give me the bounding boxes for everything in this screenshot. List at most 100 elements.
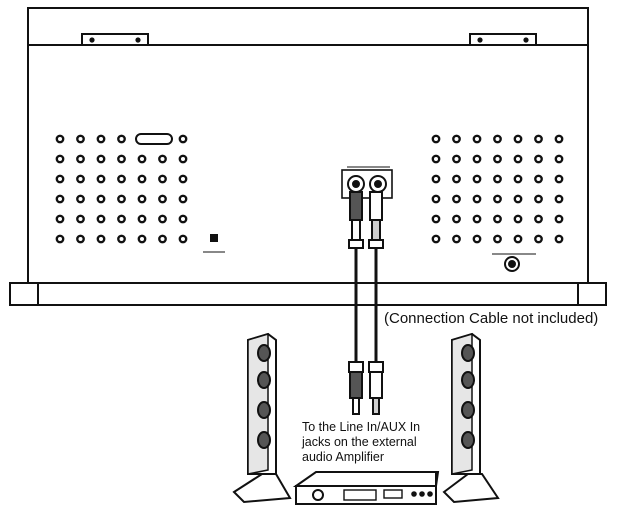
speaker-icon [442,332,500,504]
grille-hole [554,234,564,244]
speaker-grille-right [431,134,564,244]
rca-plug-icon [348,191,364,249]
amplifier-icon [292,471,440,505]
grille-hole [158,154,167,164]
grille-hole [96,234,106,244]
grille-hole [554,214,564,224]
grille-hole [472,214,482,224]
grille-hole [534,194,543,204]
grille-hole [158,194,167,204]
amplifier-instruction: To the Line In/AUX In jacks on the exter… [302,420,492,465]
grille-hole [534,134,543,144]
grille-hole [452,234,461,244]
grille-hole [178,154,188,164]
grille-hole [76,154,85,164]
grille-hole [117,214,126,224]
grille-hole [55,134,65,144]
grille-hole [158,174,167,184]
grille-hole [96,154,106,164]
grille-hole [513,174,523,184]
turntable-base [9,282,607,306]
grille-hole [178,194,188,204]
grille-hole [55,174,65,184]
grille-hole [117,154,126,164]
grille-hole [554,154,564,164]
grille-hole [117,134,126,144]
grille-hole [137,154,147,164]
grille-hole [137,214,147,224]
grille-hole [137,194,147,204]
amplifier-instruction-line: audio Amplifier [302,450,384,464]
connection-cable [354,248,378,362]
grille-hole [76,174,85,184]
speaker-icon [232,332,292,504]
grille-hole [137,234,147,244]
grille-hole [117,174,126,184]
grille-hole [452,154,461,164]
grille-hole [96,174,106,184]
grille-hole [178,134,188,144]
grille-hole [96,134,106,144]
grille-hole [493,214,502,224]
speaker-grille-left [55,134,188,244]
indicator-light [203,234,225,253]
grille-hole [493,194,502,204]
grille-hole [554,194,564,204]
power-jack [492,253,536,272]
grille-hole [117,194,126,204]
grille-hole [472,134,482,144]
grille-hole [76,234,85,244]
grille-hole [76,194,85,204]
grille-hole [55,194,65,204]
grille-hole [431,134,441,144]
grille-hole [76,214,85,224]
grille-hole [493,154,502,164]
grille-hole [534,234,543,244]
grille-hole [534,174,543,184]
grille-hole [431,154,441,164]
grille-hole [513,214,523,224]
grille-hole [452,174,461,184]
grille-hole [472,174,482,184]
grille-hole [117,234,126,244]
grille-hole [452,194,461,204]
rca-plug-icon [368,361,384,415]
grille-hole [554,134,564,144]
grille-slot [135,133,173,145]
grille-hole [472,234,482,244]
grille-hole [55,234,65,244]
grille-hole [76,134,85,144]
grille-hole [158,214,167,224]
rca-plug-icon [368,191,384,249]
grille-hole [96,194,106,204]
grille-hole [493,234,502,244]
amplifier-instruction-line: jacks on the external [302,435,417,449]
grille-hole [431,214,441,224]
grille-hole [431,174,441,184]
grille-hole [178,214,188,224]
grille-hole [513,194,523,204]
grille-hole [452,214,461,224]
grille-hole [472,154,482,164]
grille-hole [158,234,167,244]
grille-hole [55,154,65,164]
grille-hole [431,194,441,204]
grille-hole [513,134,523,144]
line-out-jacks [341,166,393,199]
grille-hole [493,174,502,184]
grille-hole [472,194,482,204]
amplifier-instruction-line: To the Line In/AUX In [302,420,421,434]
turntable-cabinet [27,44,589,284]
grille-hole [55,214,65,224]
grille-hole [178,174,188,184]
grille-hole [513,234,523,244]
grille-hole [96,214,106,224]
cable-note: (Connection Cable not included) [384,310,599,327]
grille-hole [493,134,502,144]
grille-hole [452,134,461,144]
grille-hole [137,174,147,184]
grille-hole [554,174,564,184]
grille-hole [513,154,523,164]
grille-hole [534,214,543,224]
